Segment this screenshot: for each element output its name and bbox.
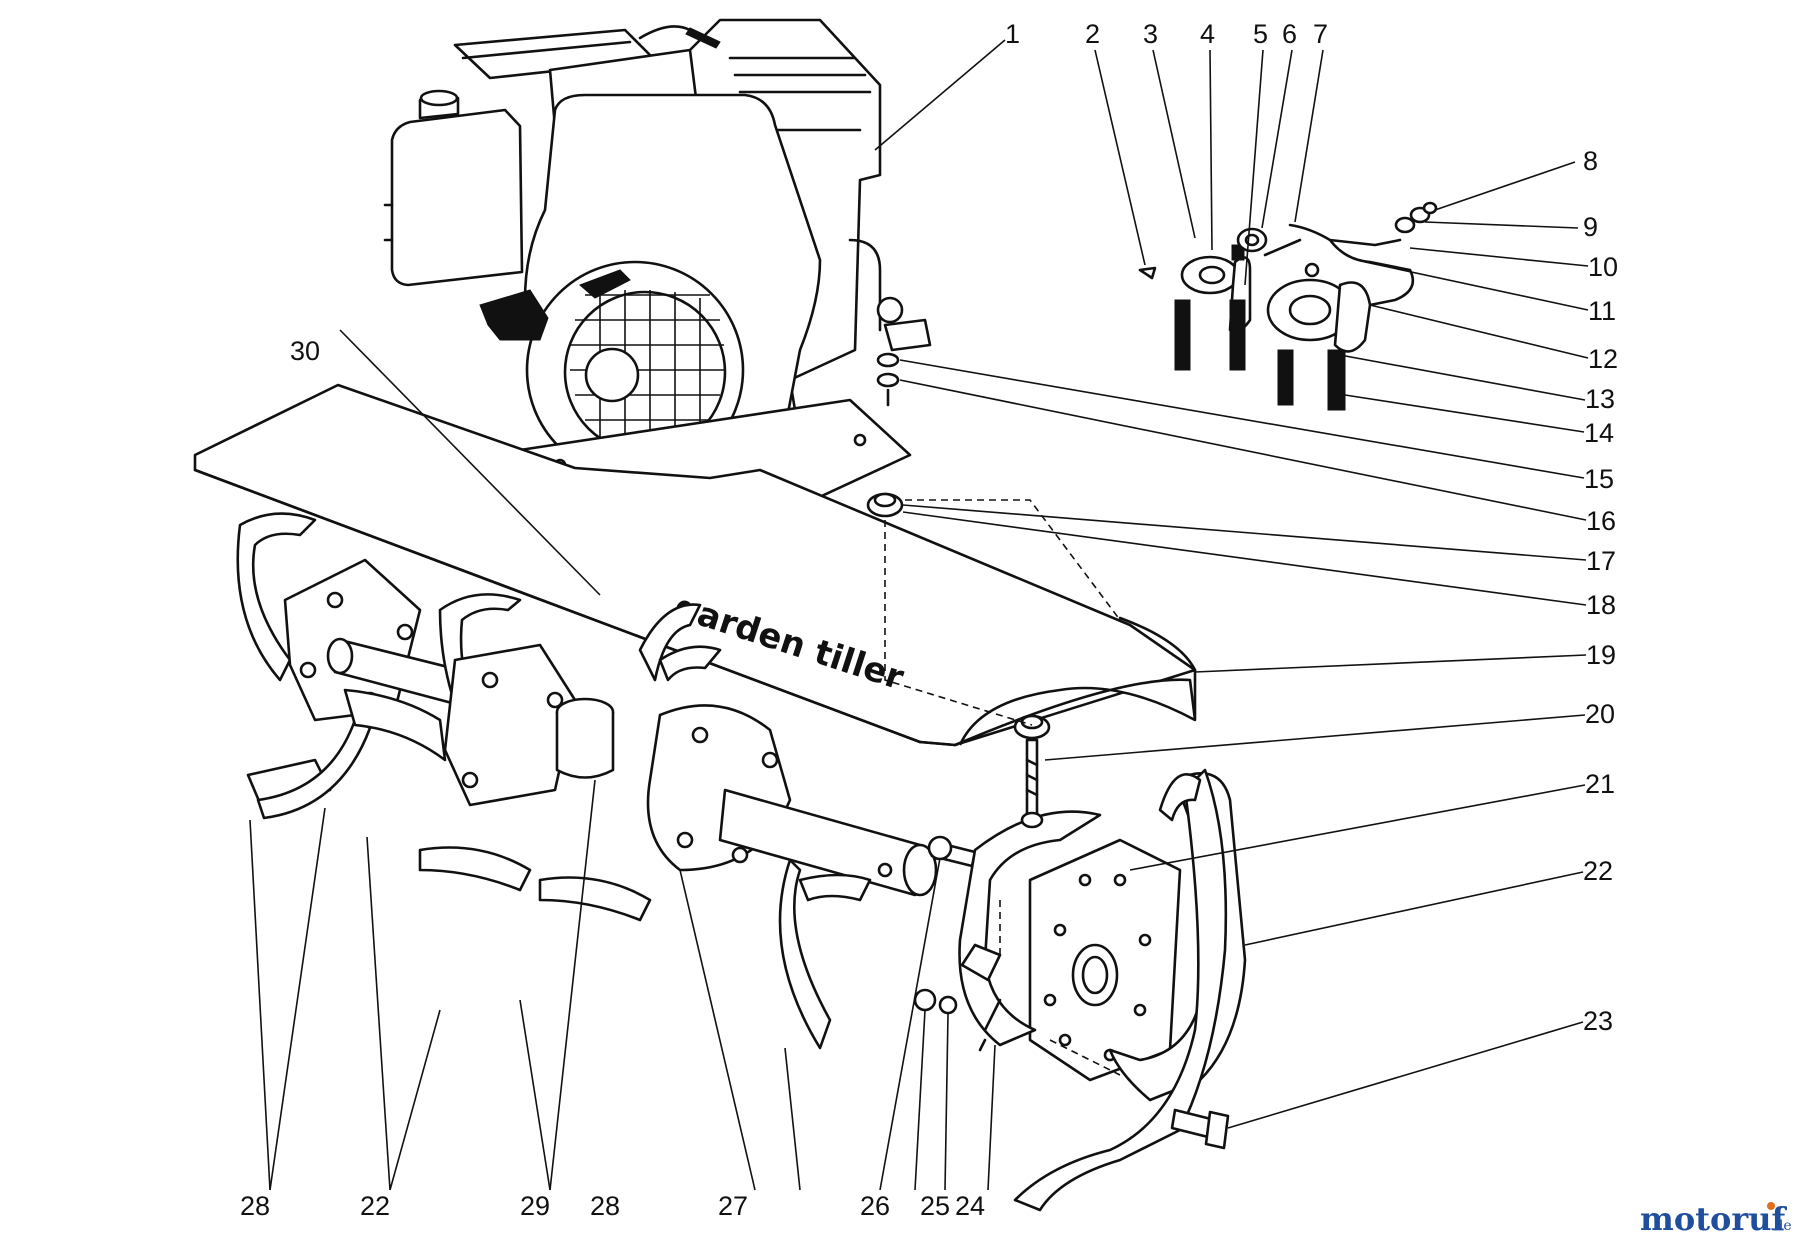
callout-1: 1 xyxy=(1005,19,1020,49)
callout-25: 25 xyxy=(920,1191,950,1221)
callout-16: 16 xyxy=(1586,506,1616,536)
pulley-parts xyxy=(1138,201,1438,411)
tine-assembly-right xyxy=(958,768,1247,1212)
callout-19: 19 xyxy=(1586,640,1616,670)
callout-4: 4 xyxy=(1200,19,1215,49)
callout-7: 7 xyxy=(1313,19,1328,49)
callout-28b: 28 xyxy=(590,1191,620,1221)
callout-27: 27 xyxy=(718,1191,748,1221)
callout-26: 26 xyxy=(860,1191,890,1221)
isolator-mounts xyxy=(866,352,1051,1052)
callout-22b: 22 xyxy=(360,1191,390,1221)
callout-23: 23 xyxy=(1583,1006,1613,1036)
callout-18: 18 xyxy=(1586,590,1616,620)
watermark: motoruf .de xyxy=(1640,1200,1792,1238)
callout-13: 13 xyxy=(1585,384,1615,414)
watermark-suffix: .de xyxy=(1770,1218,1792,1234)
callout-2: 2 xyxy=(1085,19,1100,49)
callout-10: 10 xyxy=(1588,252,1618,282)
assembly-lines xyxy=(884,499,1121,1076)
callout-21: 21 xyxy=(1585,769,1615,799)
callout-20: 20 xyxy=(1585,699,1615,729)
callout-30: 30 xyxy=(290,336,320,366)
callout-12: 12 xyxy=(1588,344,1618,374)
callout-11: 11 xyxy=(1588,296,1616,326)
watermark-text: motoruf xyxy=(1640,1200,1787,1238)
callout-6: 6 xyxy=(1282,19,1297,49)
leader-lines xyxy=(249,39,1589,1191)
callout-5: 5 xyxy=(1253,19,1268,49)
callout-labels: 1 2 3 4 5 6 7 8 9 10 11 12 13 14 15 16 1… xyxy=(240,19,1618,1221)
tine-assembly-left xyxy=(236,512,977,1050)
callout-17: 17 xyxy=(1586,546,1616,576)
callout-22: 22 xyxy=(1583,856,1613,886)
callout-28: 28 xyxy=(240,1191,270,1221)
callout-24: 24 xyxy=(955,1191,985,1221)
callout-8: 8 xyxy=(1583,146,1598,176)
callout-3: 3 xyxy=(1143,19,1158,49)
callout-29: 29 xyxy=(520,1191,550,1221)
callout-14: 14 xyxy=(1584,418,1614,448)
callout-9: 9 xyxy=(1583,212,1598,242)
callout-15: 15 xyxy=(1584,464,1614,494)
watermark-dot xyxy=(1767,1202,1775,1210)
